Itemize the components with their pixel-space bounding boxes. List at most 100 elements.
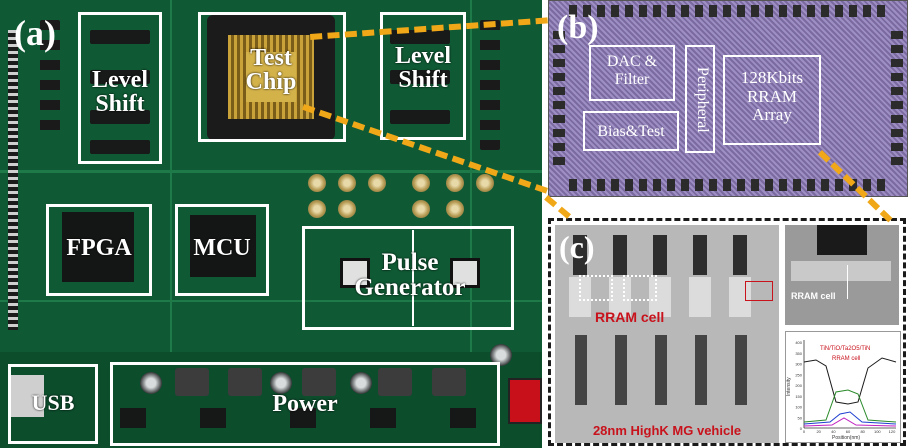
mcu-box [175,204,269,296]
via-pillar [733,235,747,275]
fpga-box [46,204,152,296]
inductor [302,368,336,396]
pcb-board-photo: Level Shift Test Chip Level Shift FPGA M… [0,0,542,448]
eds-y-tick-label: 350 [795,351,802,356]
usb-box [8,364,98,444]
eds-y-tick-label: 50 [798,415,803,420]
eds-x-tick-label: 100 [874,429,881,434]
via-pillar [693,235,707,275]
eds-line-profile: TiN/TiO/Ta2O5/TiN RRAM cell Intensity Po… [785,331,901,443]
eds-series-ti [803,357,897,405]
label-line: RRAM [746,86,798,106]
label-line: Chip [245,69,297,95]
ic-chip [90,110,150,124]
voltage-regulator [120,408,146,428]
bond-pads-top [569,5,889,17]
pin-header [8,30,18,330]
label-line: DAC & [606,53,658,70]
label-line: Filter [614,70,650,88]
rram-cell-label: RRAM cell [595,309,665,325]
sma-connector [338,174,356,192]
pulse-generator-divider [412,230,414,326]
label-line: Level [395,43,451,69]
eds-y-label: Intensity [786,377,792,396]
mcu-chip [190,215,256,277]
rram-cell-stack [689,277,711,317]
eds-y-tick-label: 250 [795,372,802,377]
pulse-ic [340,258,370,288]
capacitor [140,372,162,394]
contact-pillar [655,335,667,405]
label-line: Array [752,105,792,125]
peripheral-block: Peripheral [685,45,715,153]
mcu-label: MCU [193,235,251,261]
bias-test-block: Bias&Test [583,111,679,151]
via-pillar [573,235,587,275]
pulse-ic [450,258,480,288]
eds-x-tick-label: 80 [860,429,865,434]
eds-series-ta [803,411,897,425]
pcb-trace [170,0,172,448]
eds-x-tick-label: 60 [846,429,851,434]
cell-highlight [579,275,613,301]
cell-highlight [623,275,657,301]
label-line: Shift [95,91,145,117]
voltage-regulator [450,408,476,428]
level-shift-left-box [78,12,162,164]
power-switch [508,378,542,424]
sma-connector [446,200,464,218]
sma-connector [338,200,356,218]
vehicle-label: 28nm HighK MG vehicle [592,423,742,438]
eds-y-tick-label: 0 [800,426,803,431]
capacitor [270,372,292,394]
eds-y-tick-label: 100 [795,405,802,410]
via-pillar [653,235,667,275]
contact-pillar [575,335,587,405]
pcb-trace [0,170,542,173]
inductor [175,368,209,396]
pcb-trace [0,300,542,302]
pulse-generator-box [302,226,514,330]
via-pillar [613,235,627,275]
eds-title: TiN/TiO/Ta2O5/TiN [820,346,870,352]
peripheral-label: Peripheral [693,66,711,133]
label-line: Pulse [381,249,439,276]
tem-panel: RRAM cell 28nm HighK MG vehicle (c) RRAM… [548,218,906,446]
bond-pads-right [891,31,903,171]
label-line: Shift [398,67,448,93]
sma-connector [412,200,430,218]
sma-connector [308,174,326,192]
usb-label: USB [31,390,75,415]
pulse-generator-label: Pulse Generator [330,250,490,300]
voltage-regulator [200,408,226,428]
ic-chip [90,30,150,44]
fpga-label: FPGA [66,235,132,261]
bond-pads-left [553,31,565,171]
ic-chip [390,70,450,84]
callout-line-c-left [544,195,571,219]
zoom-rram-cell-label: RRAM cell [791,291,836,301]
inductor [378,368,412,396]
eds-plot: TiN/TiO/Ta2O5/TiN RRAM cell Intensity Po… [786,340,897,441]
dac-filter-block: DAC & Filter [589,45,675,101]
eds-x-tick-label: 20 [816,429,821,434]
contact-pillar [615,335,627,405]
eds-series-n [803,417,897,427]
sma-connector [476,174,494,192]
level-shift-left-label: Level Shift [78,68,162,116]
power-box [110,362,500,446]
panel-c-label: (c) [559,229,595,265]
contact-pillar [695,335,707,405]
rram-cell-stack [649,277,671,317]
eds-y-tick-label: 150 [795,394,802,399]
eds-y-tick-label: 400 [795,340,802,345]
tem-zoom-inset: RRAM cell [785,225,899,325]
eds-series-o [803,389,897,423]
ic-chip [90,70,150,84]
tem-cross-section: RRAM cell 28nm HighK MG vehicle (c) [555,225,779,443]
die-micrograph: DAC & Filter Bias&Test Peripheral 128Kbi… [548,0,908,197]
test-chip-die [246,52,296,102]
sma-connector [446,174,464,192]
